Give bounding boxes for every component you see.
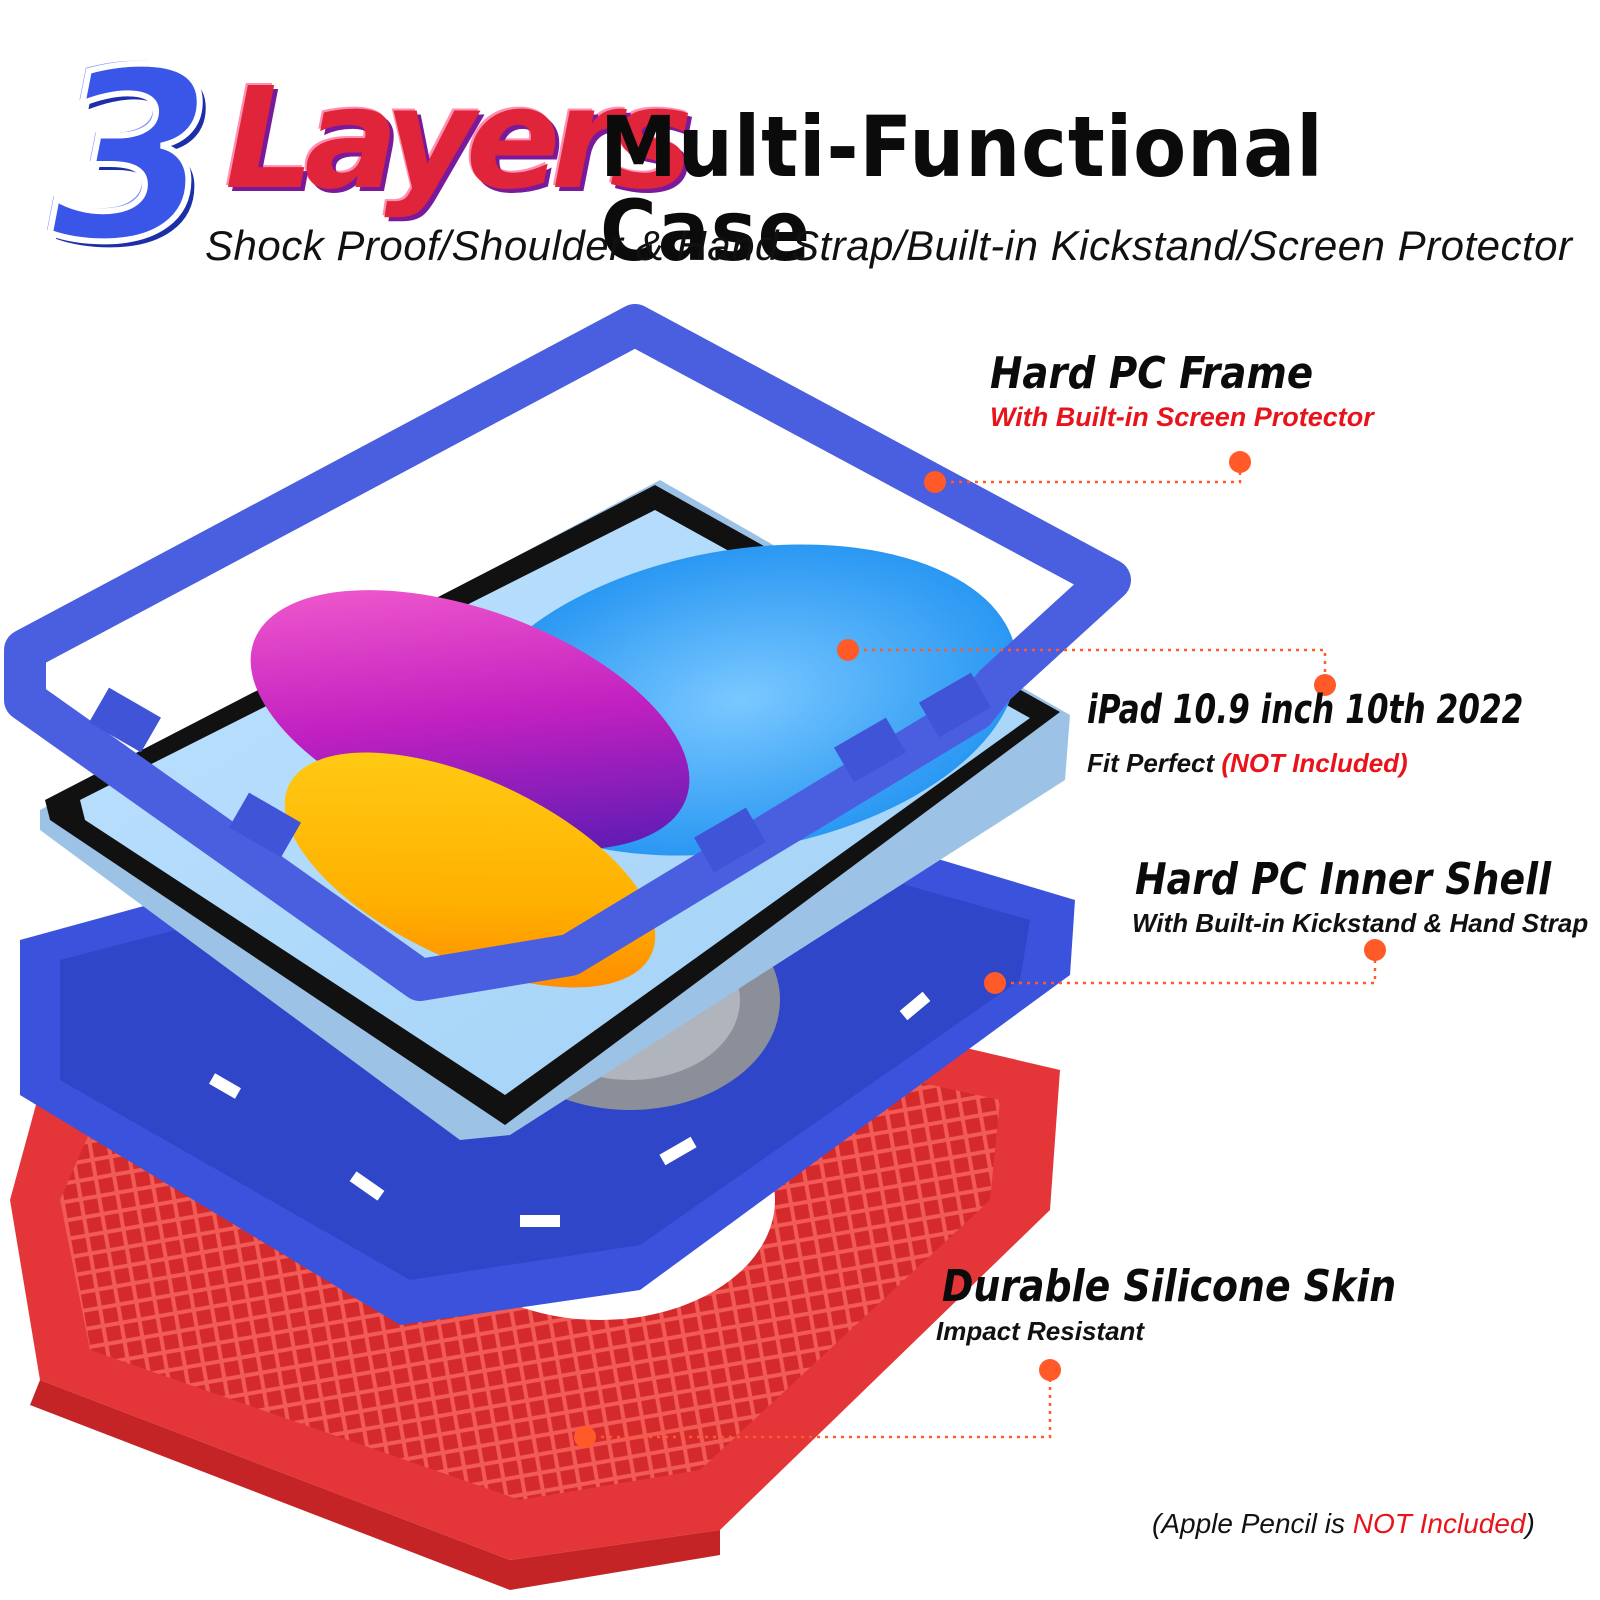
headline-layers-word: Layers [225, 58, 693, 221]
callout-ipad-fit: Fit Perfect [1087, 748, 1215, 778]
callout-ipad-title: iPad 10.9 inch 10th 2022 [1087, 687, 1524, 733]
callout-ipad-subtitle: Fit Perfect (NOT Included) [1087, 750, 1408, 776]
callout-skin-subtitle: Impact Resistant [936, 1316, 1145, 1346]
headline-number: 3 [47, 21, 216, 294]
ipad-device [40, 480, 1070, 1140]
callout-frame-subtitle: With Built-in Screen Protector [990, 402, 1374, 432]
pencil-note-c: ) [1525, 1508, 1535, 1539]
pencil-note: (Apple Pencil is NOT Included) [1152, 1508, 1535, 1540]
callout-shell-subtitle: With Built-in Kickstand & Hand Strap [1132, 908, 1589, 938]
pc-frame [4, 304, 1131, 1001]
pencil-note-not-included: NOT Included [1352, 1508, 1526, 1539]
callout-frame-title: Hard PC Frame [990, 348, 1314, 399]
callout-markers [574, 451, 1386, 1448]
headline-text: Multi-Functional Case [600, 98, 1324, 280]
callout-ipad-not-included: (NOT Included) [1221, 748, 1408, 778]
callout-skin-title: Durable Silicone Skin [942, 1261, 1397, 1312]
callout-shell-title: Hard PC Inner Shell [1135, 854, 1552, 905]
pencil-note-a: (Apple Pencil is [1152, 1508, 1353, 1539]
headline-subtitle: Shock Proof/Shoulder & Hand Strap/Built-… [205, 222, 1573, 269]
